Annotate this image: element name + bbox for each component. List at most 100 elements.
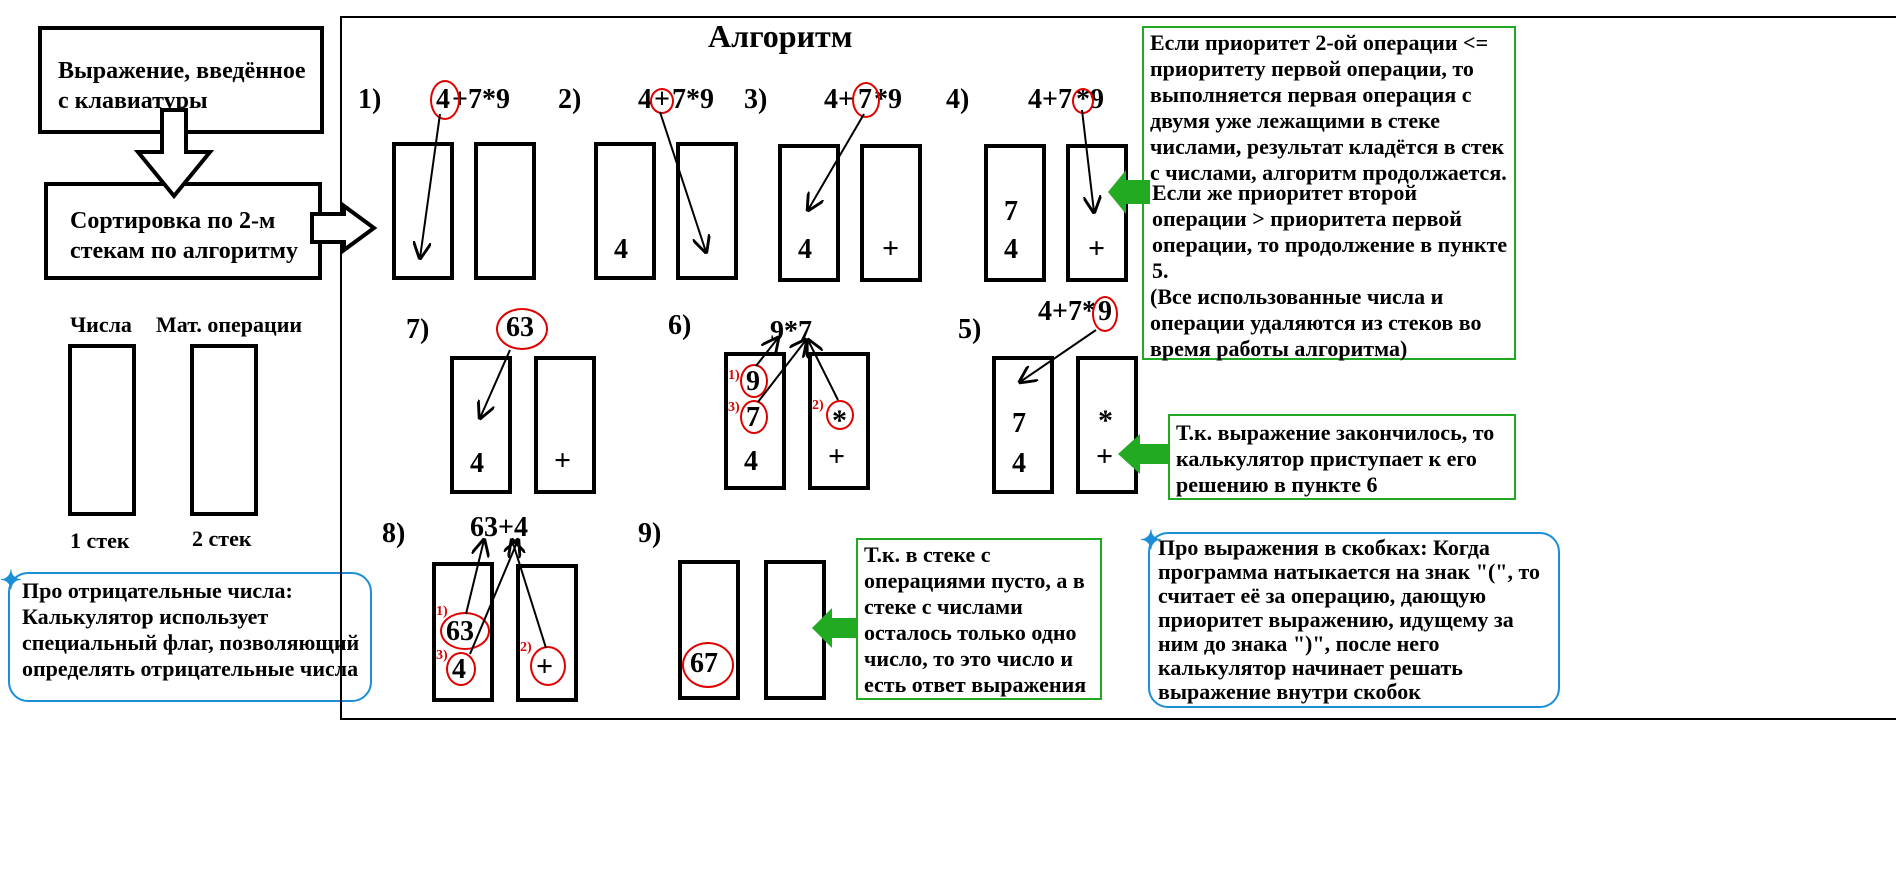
step-2-expr-a: 4	[638, 84, 652, 115]
step-5-numbers-stack	[992, 356, 1054, 494]
step-4-num-bottom: 4	[1004, 234, 1018, 265]
arrow-s8-a	[465, 540, 484, 615]
ring-s8-63	[440, 612, 490, 650]
step-2-expr-c: 7*9	[672, 84, 714, 115]
sparkle-icon-2: ✦	[1140, 526, 1162, 555]
step-6-op-2: +	[828, 440, 846, 473]
step-3-ops-stack	[860, 144, 922, 282]
step-2-number: 2)	[558, 84, 582, 115]
step-5-ops-stack	[1076, 356, 1138, 494]
arrow-s6-a	[755, 338, 778, 367]
arrow-s6-c	[808, 340, 839, 401]
step-8-order-1: 1)	[436, 604, 448, 619]
ring-s7-63	[496, 308, 548, 350]
legend-stack-1	[68, 344, 136, 516]
ring-s6-7	[740, 400, 768, 434]
step-6-numbers-stack	[724, 352, 786, 490]
step-7-number: 7)	[406, 314, 430, 345]
ring-s5-9	[1092, 296, 1118, 332]
sort-label: Сортировка по 2-м стекам по алгоритму	[70, 208, 299, 264]
step-3-op-value: +	[882, 232, 900, 265]
stack1-caption: 1 стек	[70, 528, 130, 553]
numbers-stack-heading: Числа	[70, 312, 132, 337]
step-4-numbers-stack	[984, 144, 1046, 282]
step-4-number: 4)	[946, 84, 970, 115]
ring-s6-9	[740, 364, 768, 398]
step-6-order-1: 1)	[728, 368, 740, 383]
step-5-op-top: *	[1098, 404, 1113, 437]
step-4-num-top: 7	[1004, 196, 1018, 227]
step-3-number: 3)	[744, 84, 768, 115]
step-6-number: 6)	[668, 310, 692, 341]
step-1-numbers-stack	[392, 142, 454, 280]
step-3-num-value: 4	[798, 234, 812, 265]
algorithm-title: Алгоритм	[708, 18, 853, 54]
arrow-s7	[480, 349, 511, 418]
step-5-number: 5)	[958, 314, 982, 345]
ring-s3-7	[852, 82, 880, 118]
step-8-numbers-stack	[432, 562, 494, 702]
negative-numbers-note: Про отрицательные числа: Калькулятор исп…	[8, 572, 372, 702]
step-5-num-top: 7	[1012, 408, 1026, 439]
step-8-order-3: 3)	[436, 648, 448, 663]
step-5-expr-a: 4+7*	[1038, 296, 1096, 327]
step-7-ops-stack	[534, 356, 596, 494]
arrow-s4	[1081, 109, 1094, 212]
step-8-order-2: 2)	[520, 640, 532, 655]
arrow-s8-c	[512, 540, 547, 649]
priority-note-text: Если приоритет 2-ой операции <= приорите…	[1150, 30, 1507, 185]
step-2-num-value: 4	[614, 234, 628, 265]
brackets-note: Про выражения в скобках: Когда программа…	[1148, 532, 1560, 708]
step-3-expr-a: 4+	[824, 84, 854, 115]
step-1-expr-tail: +7*9	[452, 84, 510, 115]
step-9-numbers-stack	[678, 560, 740, 700]
priority-note-text-2: Если же приоритет второй операции > прио…	[1152, 180, 1508, 283]
step-6-ops-stack	[808, 352, 870, 490]
step-7-numbers-stack	[450, 356, 512, 494]
ring-s9-67	[682, 642, 734, 688]
step-4-expr-a: 4+7	[1028, 84, 1072, 115]
step-6-num-3: 4	[744, 446, 758, 477]
step-4-expr-c: 9	[1090, 84, 1104, 115]
end-of-expression-text: Т.к. выражение закончилось, то калькулят…	[1176, 420, 1495, 497]
step-8-number: 8)	[382, 518, 406, 549]
negative-numbers-text: Про отрицательные числа: Калькулятор исп…	[22, 578, 360, 681]
green-arrow-2	[1118, 434, 1170, 474]
ops-stack-heading: Мат. операции	[156, 312, 303, 337]
arrow-s1	[420, 113, 441, 258]
answer-note: Т.к. в стеке с операциями пусто, а в сте…	[856, 538, 1102, 700]
ring-s1-4	[430, 80, 460, 120]
step-7-op-value: +	[554, 444, 572, 477]
sparkle-icon: ✦	[0, 566, 22, 595]
step-7-num-value: 4	[470, 448, 484, 479]
arrow-s2	[659, 111, 706, 252]
arrow-s5	[1020, 329, 1097, 382]
algorithm-frame	[340, 16, 1896, 720]
ring-s6-star	[826, 400, 854, 430]
arrow-s8-b	[469, 540, 518, 655]
step-8-ops-stack	[516, 564, 578, 702]
step-3-numbers-stack	[778, 144, 840, 282]
down-outline-arrow	[133, 108, 215, 200]
step-6-order-3: 3)	[728, 400, 740, 415]
priority-note: Если приоритет 2-ой операции <= приорите…	[1142, 26, 1516, 361]
step-6-order-2: 2)	[812, 398, 824, 413]
arrow-s6-b	[757, 340, 806, 403]
arrow-s3	[808, 113, 865, 210]
ring-s8-4	[446, 652, 476, 686]
green-arrow-1	[1108, 170, 1150, 214]
step-2-numbers-stack	[594, 142, 656, 280]
stack2-caption: 2 стек	[192, 526, 252, 551]
step-1-number: 1)	[358, 84, 382, 115]
step-1-ops-stack	[474, 142, 536, 280]
legend-stack-2	[190, 344, 258, 516]
step-2-ops-stack	[676, 142, 738, 280]
answer-note-text: Т.к. в стеке с операциями пусто, а в сте…	[864, 542, 1087, 697]
step-5-num-bottom: 4	[1012, 448, 1026, 479]
step-5-op-bottom: +	[1096, 440, 1114, 473]
priority-note-text-3: (Все использованные числа и операции уда…	[1150, 284, 1482, 361]
end-of-expression-note: Т.к. выражение закончилось, то калькулят…	[1168, 414, 1516, 500]
brackets-note-text: Про выражения в скобках: Когда программа…	[1158, 535, 1541, 704]
ring-s8-plus	[530, 646, 566, 686]
